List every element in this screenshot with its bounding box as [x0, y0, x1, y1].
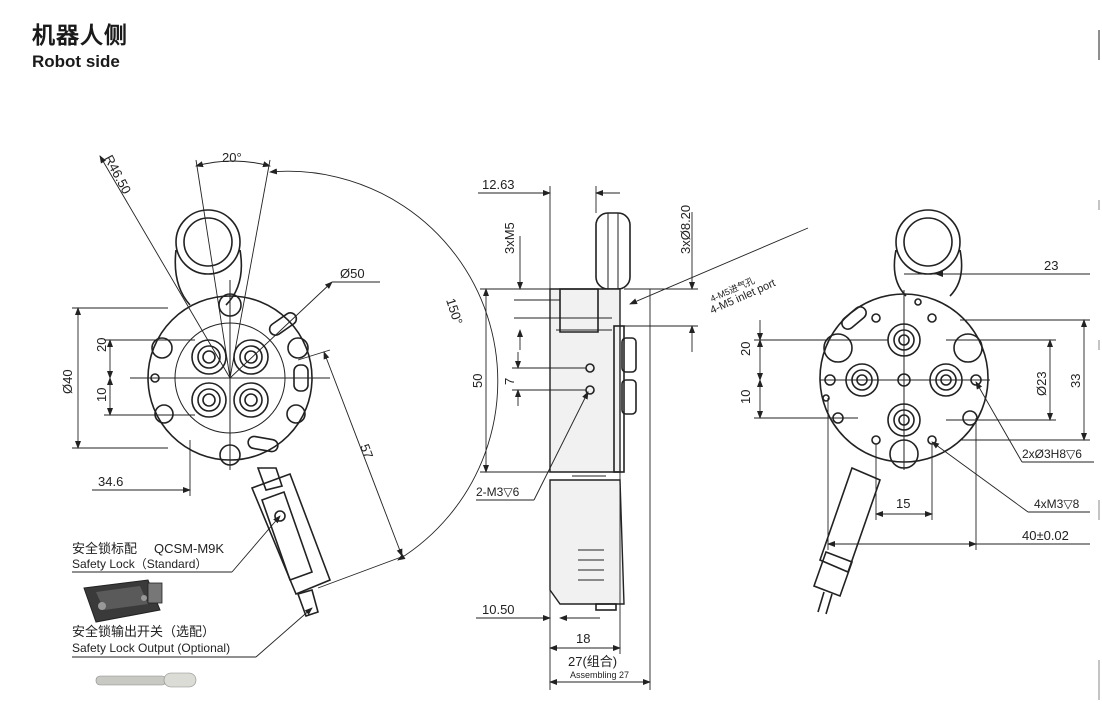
front-safety-lock-arm	[250, 467, 332, 618]
dim-diameter-50: Ø50	[340, 266, 365, 281]
rear-holes-2x-d3: 2xØ3H8▽6	[1022, 447, 1082, 461]
lock-output-cable-image	[95, 672, 197, 688]
dim-10: 10	[94, 388, 109, 402]
side-view: 12.63 3xM5 3xØ8.20 50 7 2-M3▽6 4-M5进气孔 4…	[470, 177, 809, 690]
page-edge-marks	[1098, 30, 1100, 700]
dim-34-6: 34.6	[98, 474, 123, 489]
safety-lock-image	[83, 579, 163, 623]
dim-arc-150: 150°	[443, 296, 466, 326]
page-title-en: Robot side	[32, 52, 120, 71]
rear-dim-23: 23	[1044, 258, 1058, 273]
assembly-27-cn: 27(组合)	[568, 654, 617, 669]
dim-7: 7	[502, 378, 517, 385]
dim-radius: R46.50	[101, 152, 134, 196]
dim-10-50: 10.50	[482, 602, 515, 617]
thread-3xm5: 3xM5	[502, 222, 517, 254]
dim-diameter-40: Ø40	[60, 369, 75, 394]
accessory-callouts: 安全锁标配 QCSM-M9K Safety Lock（Standard） 安全锁…	[72, 515, 313, 688]
front-lug-inner	[183, 217, 233, 267]
lock-output-cn: 安全锁输出开关（选配）	[72, 624, 215, 639]
dim-57: 57	[357, 442, 376, 461]
safety-lock-cn: 安全锁标配	[72, 541, 137, 556]
rear-diameter-23: Ø23	[1034, 371, 1049, 396]
dim-18: 18	[576, 631, 590, 646]
dim-50: 50	[470, 374, 485, 388]
front-port-group	[191, 339, 269, 418]
safety-lock-en: Safety Lock（Standard）	[72, 557, 207, 571]
rear-dim-20: 20	[738, 342, 753, 356]
dim-12-63: 12.63	[482, 177, 515, 192]
assembly-27-en: Assembling 27	[570, 670, 629, 680]
front-lug-outer	[175, 209, 241, 275]
dim-20: 20	[94, 338, 109, 352]
holes-3x-d8-20: 3xØ8.20	[678, 205, 693, 254]
rear-view: 23 20 10 Ø23 33 2xØ3H8▽6 4xM3▽8 15	[738, 209, 1094, 615]
rear-dim-40: 40±0.02	[1022, 528, 1069, 543]
front-view: 20° R46.50 150° 57 Ø50 Ø40 20 10 34.6	[60, 150, 499, 618]
rear-dim-33: 33	[1068, 374, 1083, 388]
thread-2-m3: 2-M3▽6	[476, 485, 520, 499]
rear-dim-15: 15	[896, 496, 910, 511]
dim-angle-20: 20°	[222, 150, 242, 165]
rear-dim-10: 10	[738, 390, 753, 404]
lock-output-en: Safety Lock Output (Optional)	[72, 641, 230, 655]
safety-lock-model: QCSM-M9K	[154, 541, 224, 556]
rear-thread-4xm3: 4xM3▽8	[1034, 497, 1080, 511]
front-lug-neck	[174, 249, 243, 306]
page-title-cn: 机器人侧	[32, 23, 128, 49]
